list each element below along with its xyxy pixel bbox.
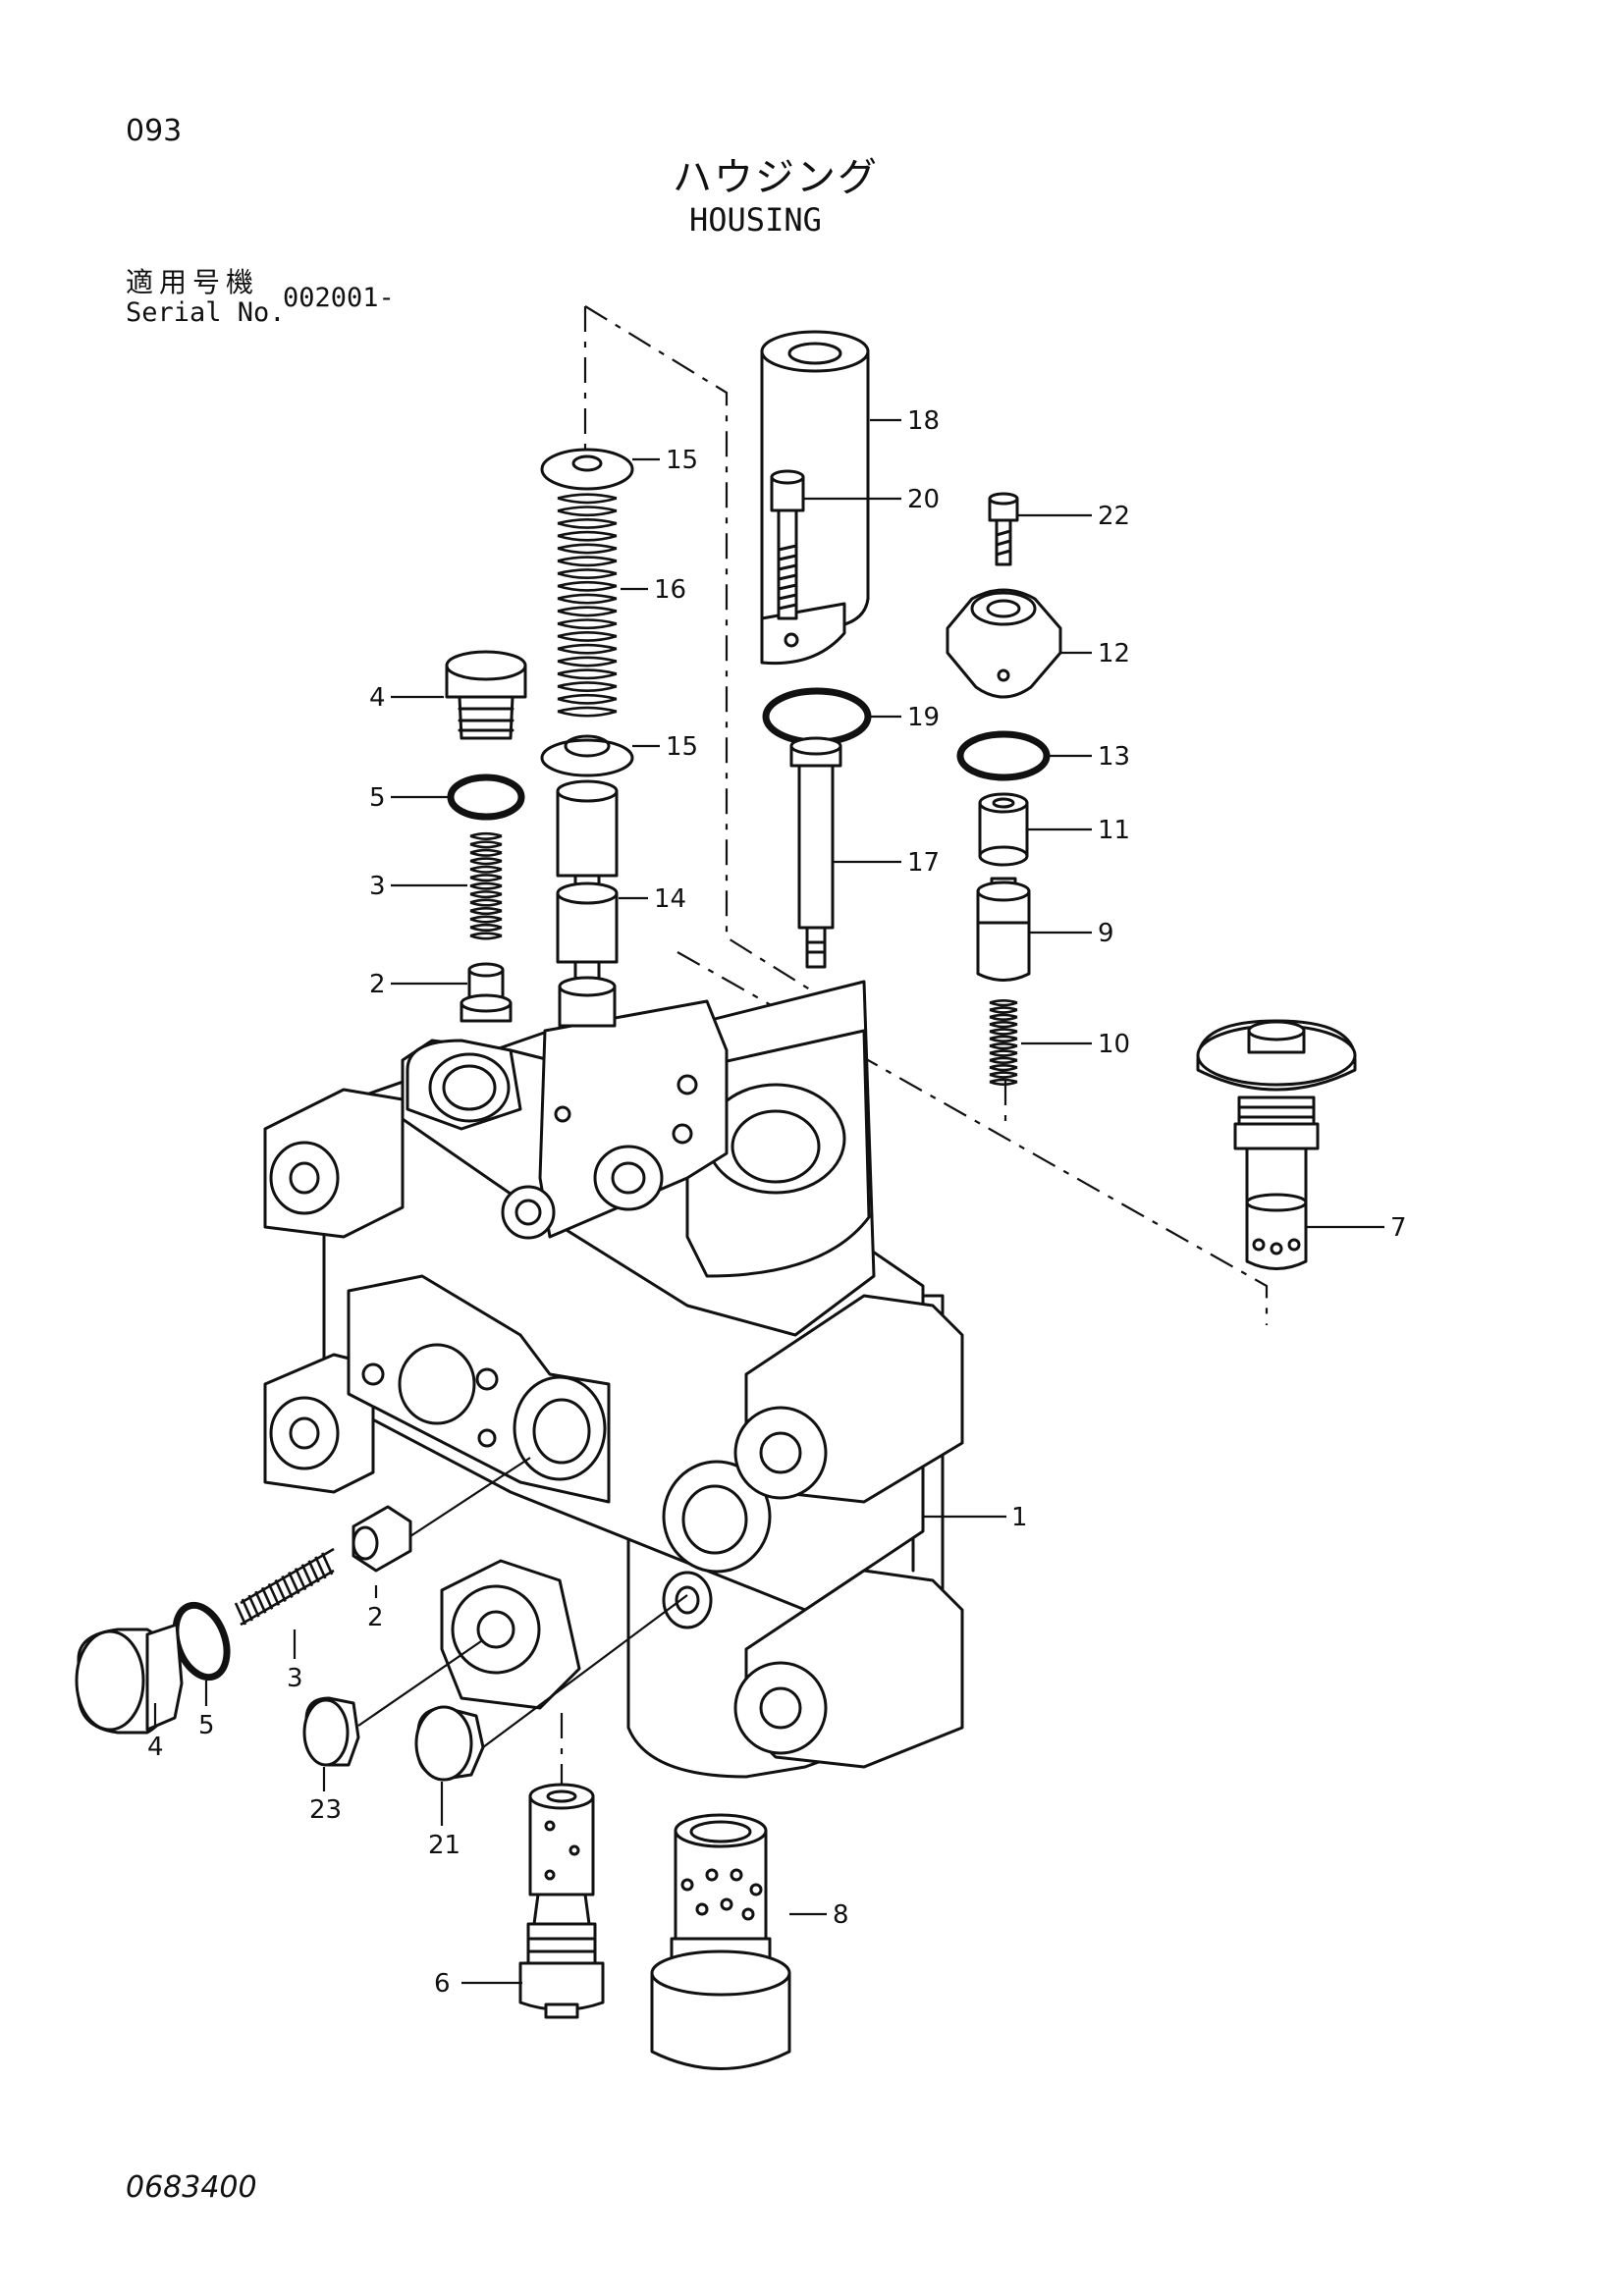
callout-14: 14 — [654, 884, 686, 914]
part-23-plug — [302, 1696, 360, 1767]
callout-21: 21 — [428, 1831, 460, 1860]
callout-12: 12 — [1098, 639, 1130, 668]
part-11-sleeve — [978, 792, 1029, 867]
callout-3-upper: 3 — [369, 872, 386, 901]
part-7-relief-valve — [1196, 1019, 1357, 1270]
callout-10: 10 — [1098, 1030, 1130, 1059]
callout-numbers: 15 16 15 14 4 5 3 2 18 20 19 17 22 12 13… — [147, 406, 1407, 1999]
callout-8: 8 — [833, 1900, 849, 1930]
callout-23: 23 — [309, 1795, 342, 1825]
part-4-lower-plug — [75, 1623, 184, 1735]
callout-19: 19 — [907, 703, 940, 732]
serial-label-japanese: 適用号機 — [126, 266, 260, 298]
page-number: 093 — [126, 114, 183, 148]
part-19-o-ring — [762, 687, 872, 746]
part-21-plug — [414, 1705, 485, 1782]
part-2-upper-seat — [460, 962, 513, 1023]
part-14-spool — [556, 779, 619, 1028]
serial-label-english: Serial No. — [126, 297, 286, 328]
callout-2-lower: 2 — [367, 1603, 384, 1632]
part-13-o-ring — [956, 730, 1051, 781]
callout-5-lower: 5 — [198, 1711, 215, 1740]
leader-lines — [153, 418, 1384, 1985]
callout-1: 1 — [1011, 1503, 1028, 1532]
document-number: 0683400 — [126, 2170, 257, 2205]
callout-18: 18 — [907, 406, 940, 436]
part-15-lower-washer — [540, 734, 634, 777]
part-6-valve-stem — [518, 1783, 605, 2019]
part-2-lower-seat — [352, 1505, 412, 1573]
callout-20: 20 — [907, 485, 940, 514]
part-16-spring — [557, 493, 618, 718]
part-5-upper-o-ring — [447, 774, 525, 821]
callout-4-lower: 4 — [147, 1733, 164, 1762]
housing-body — [263, 980, 964, 1779]
part-3-lower-spring — [234, 1547, 335, 1627]
callout-5-upper: 5 — [369, 783, 386, 813]
page-title-japanese: ハウジング — [673, 155, 879, 200]
part-17-rod — [789, 736, 842, 969]
serial-number-range: 002001- — [283, 283, 395, 313]
part-22-bolt — [988, 492, 1019, 566]
callout-6: 6 — [434, 1969, 451, 1999]
callout-22: 22 — [1098, 502, 1130, 531]
part-9-spool — [976, 877, 1031, 982]
callout-2-upper: 2 — [369, 970, 386, 999]
callout-15-upper: 15 — [666, 446, 698, 475]
part-8-sleeve — [650, 1813, 791, 2070]
callout-13: 13 — [1098, 742, 1130, 772]
part-4-upper-plug — [445, 650, 527, 740]
part-12-flange — [946, 588, 1062, 699]
callout-11: 11 — [1098, 816, 1130, 845]
part-15-upper-washer — [540, 448, 634, 491]
part-20-bolt — [770, 469, 805, 620]
part-3-upper-spring — [469, 831, 503, 940]
part-10-spring — [989, 998, 1018, 1086]
callout-9: 9 — [1098, 919, 1114, 948]
callout-15-lower: 15 — [666, 732, 698, 762]
page-title-english: HOUSING — [689, 201, 822, 239]
callout-16: 16 — [654, 575, 686, 605]
callout-4-upper: 4 — [369, 683, 386, 713]
callout-3-lower: 3 — [287, 1664, 303, 1693]
callout-17: 17 — [907, 848, 940, 878]
assembly-guide-lines — [560, 305, 1269, 1787]
callout-7: 7 — [1390, 1213, 1407, 1243]
